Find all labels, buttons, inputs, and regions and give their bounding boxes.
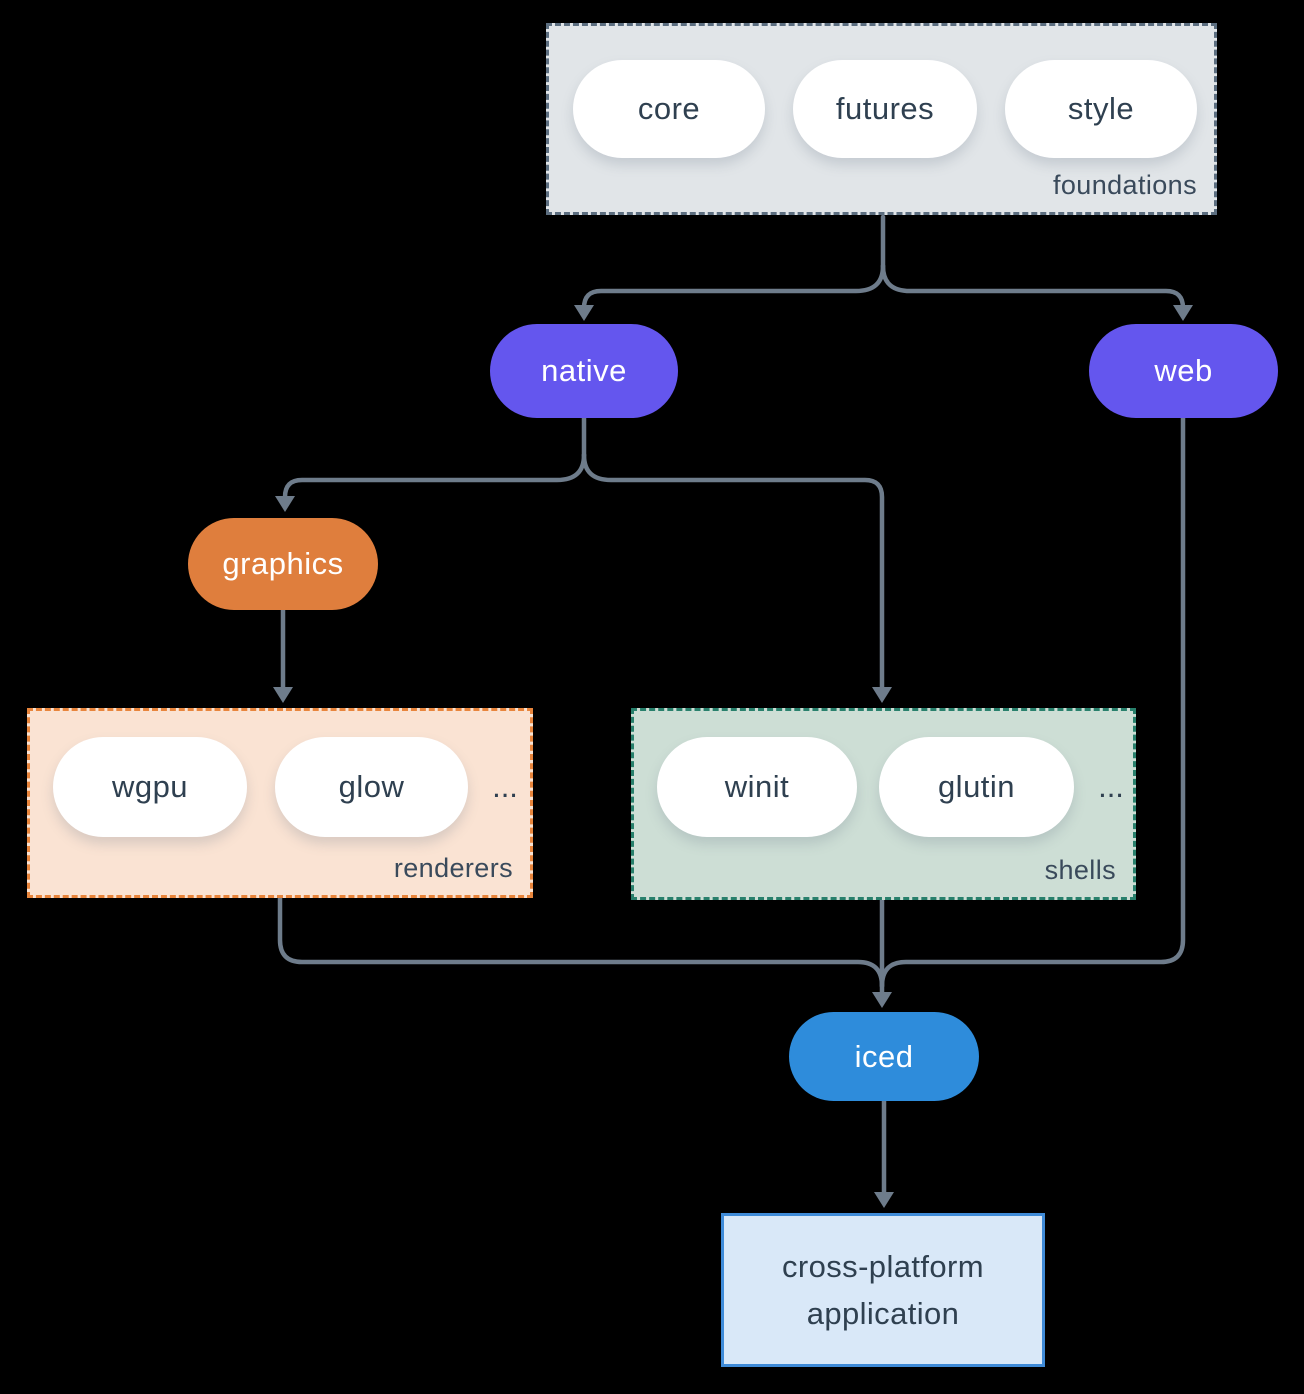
shells-ellipsis: ...	[1098, 769, 1124, 804]
node-glow: glow	[275, 737, 468, 837]
node-winit: winit	[657, 737, 857, 837]
node-style-label: style	[1067, 91, 1135, 126]
node-native: native	[490, 324, 678, 418]
node-web-label: web	[1154, 353, 1213, 388]
arrowhead-shells	[872, 687, 892, 703]
edge-foundations-to-native	[581, 263, 886, 311]
arrowhead-application	[874, 1192, 894, 1208]
node-glutin: glutin	[879, 737, 1074, 837]
shells-group: winit glutin ... shells	[631, 708, 1136, 900]
node-cross-platform-application: cross-platform application	[721, 1213, 1045, 1367]
arrowhead-native	[574, 305, 594, 321]
node-iced-label: iced	[854, 1038, 914, 1074]
node-graphics-label: graphics	[222, 546, 344, 581]
node-futures-label: futures	[835, 91, 935, 126]
edge-web-to-merge	[879, 415, 1186, 989]
edge-native-to-shells	[581, 452, 885, 692]
arrowhead-iced	[872, 992, 892, 1008]
foundations-group-label: foundations	[1052, 170, 1197, 200]
node-wgpu-label: wgpu	[111, 769, 189, 804]
node-winit-label: winit	[724, 769, 790, 804]
renderers-group-label: renderers	[393, 853, 513, 883]
edge-renderers-to-merge	[277, 895, 885, 989]
edge-native-to-graphics	[282, 452, 587, 502]
arrowhead-web	[1173, 305, 1193, 321]
node-native-label: native	[541, 353, 627, 388]
node-core-label: core	[637, 91, 701, 126]
node-web: web	[1089, 324, 1278, 418]
node-graphics: graphics	[188, 518, 378, 610]
node-style: style	[1005, 60, 1197, 158]
node-wgpu: wgpu	[53, 737, 247, 837]
node-core: core	[573, 60, 765, 158]
arrowhead-graphics	[275, 496, 295, 512]
renderers-group: wgpu glow ... renderers	[27, 708, 533, 898]
node-glutin-label: glutin	[937, 769, 1016, 804]
node-iced: iced	[789, 1012, 979, 1101]
node-glow-label: glow	[338, 769, 405, 804]
node-cross-platform-application-label: cross-platform application	[782, 1249, 984, 1331]
renderers-ellipsis: ...	[492, 769, 518, 804]
edge-foundations-to-web	[880, 263, 1186, 311]
arrowhead-renderers	[273, 687, 293, 703]
foundations-group: core futures style foundations	[546, 23, 1217, 215]
shells-group-label: shells	[1044, 855, 1116, 885]
node-futures: futures	[793, 60, 977, 158]
